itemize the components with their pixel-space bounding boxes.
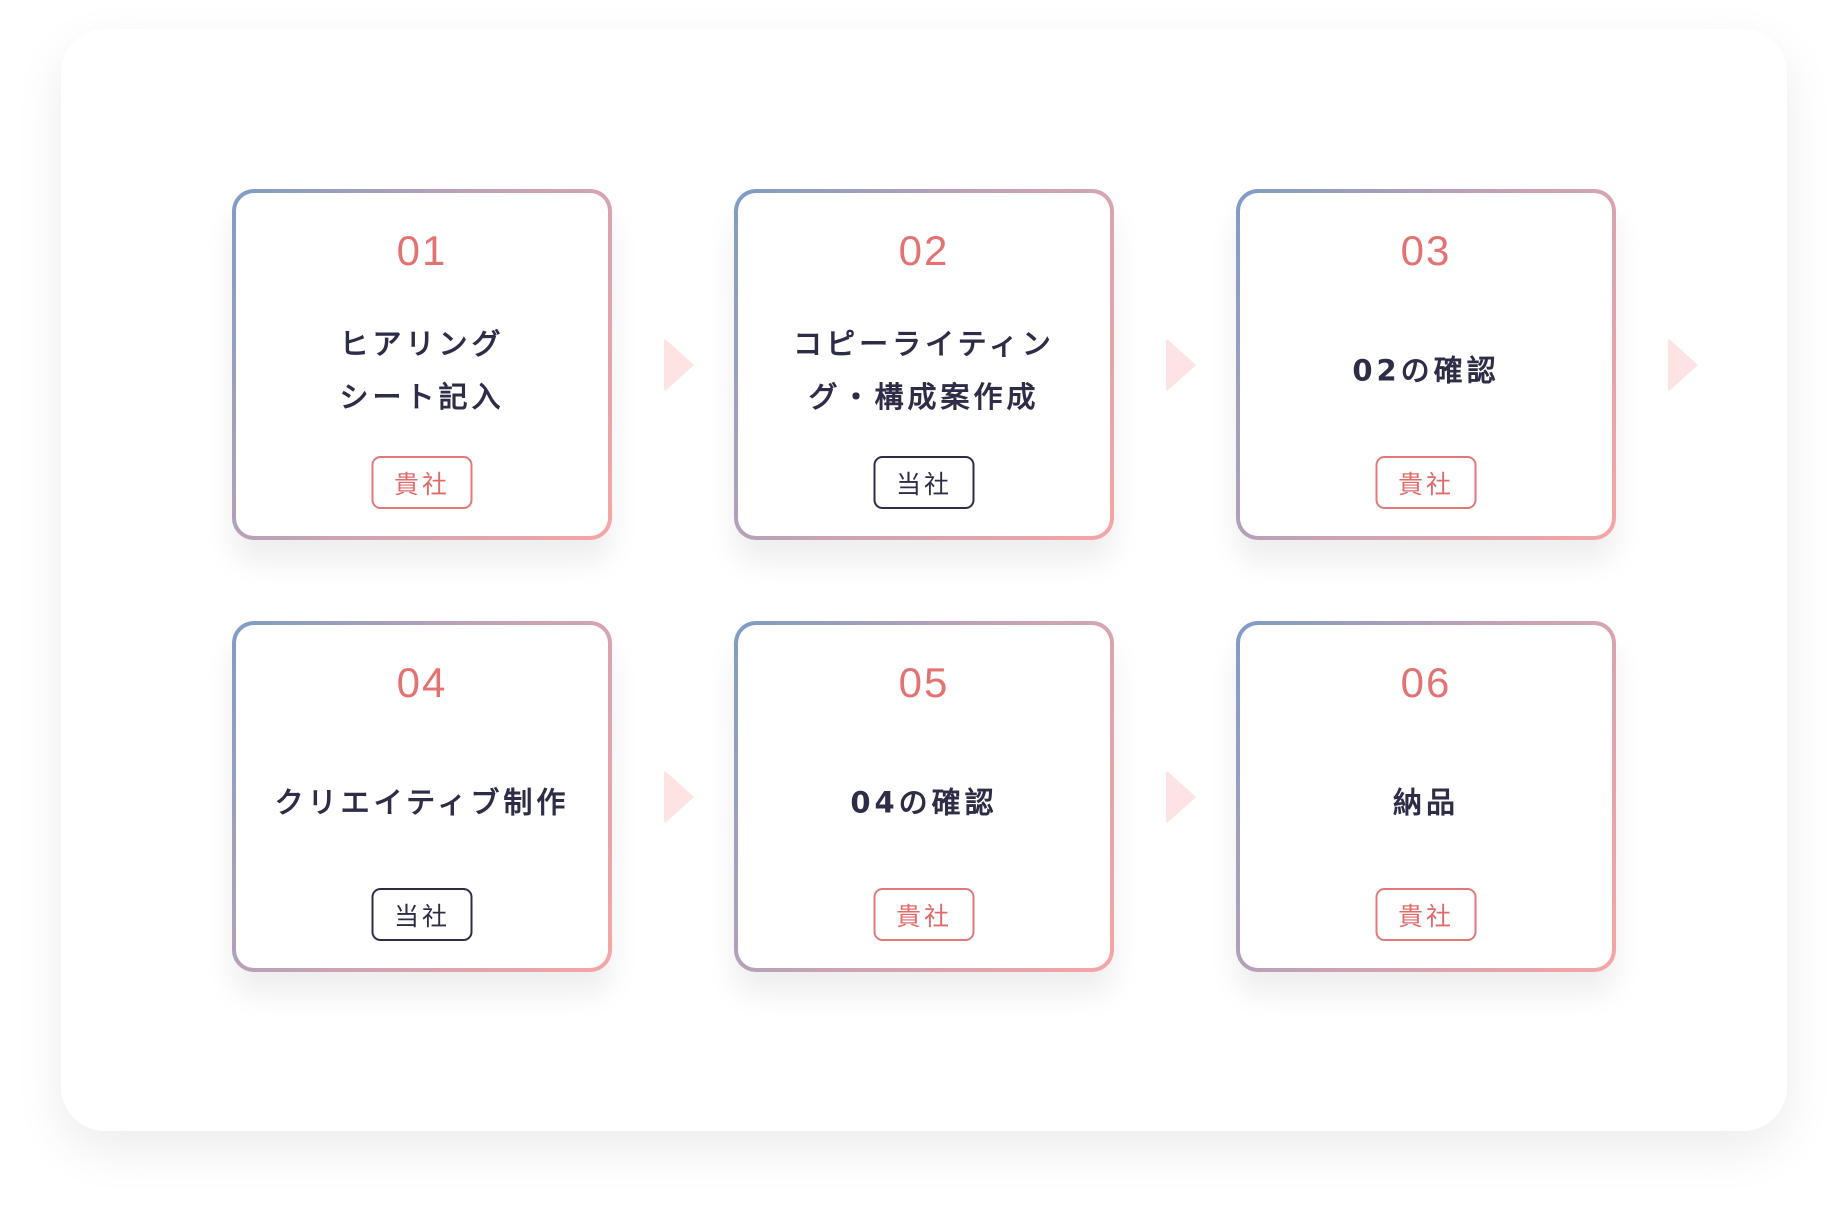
arrow-right-icon bbox=[664, 770, 694, 824]
owner-badge: 当社 bbox=[371, 888, 473, 941]
step-card-02: 02 コピーライティン グ・構成案作成 当社 bbox=[734, 189, 1114, 540]
step-title: 04の確認 bbox=[850, 785, 998, 820]
step-number: 05 bbox=[898, 659, 950, 706]
step-title: 納品 bbox=[1392, 785, 1459, 820]
owner-badge: 当社 bbox=[873, 456, 975, 509]
step-card-03: 03 02の確認 貴社 bbox=[1236, 189, 1616, 540]
step-title: コピーライティン グ・構成案作成 bbox=[793, 327, 1055, 414]
arrow-right-icon bbox=[1668, 338, 1698, 392]
owner-badge: 貴社 bbox=[873, 888, 975, 941]
arrow-right-icon bbox=[1166, 770, 1196, 824]
arrow-right-icon bbox=[1166, 338, 1196, 392]
owner-badge: 貴社 bbox=[371, 456, 473, 509]
step-card-01: 01 ヒアリング シート記入 貴社 bbox=[232, 189, 612, 540]
step-title: 02の確認 bbox=[1352, 353, 1500, 388]
owner-badge: 貴社 bbox=[1375, 888, 1477, 941]
step-title: クリエイティブ制作 bbox=[274, 785, 570, 820]
step-card-06: 06 納品 貴社 bbox=[1236, 621, 1616, 972]
owner-badge: 貴社 bbox=[1375, 456, 1477, 509]
step-title: ヒアリング シート記入 bbox=[339, 327, 505, 414]
step-card-05: 05 04の確認 貴社 bbox=[734, 621, 1114, 972]
arrow-right-icon bbox=[664, 338, 694, 392]
step-number: 04 bbox=[396, 659, 448, 706]
step-number: 01 bbox=[396, 227, 448, 274]
step-number: 02 bbox=[898, 227, 950, 274]
step-card-04: 04 クリエイティブ制作 当社 bbox=[232, 621, 612, 972]
step-number: 06 bbox=[1400, 659, 1452, 706]
step-number: 03 bbox=[1400, 227, 1452, 274]
